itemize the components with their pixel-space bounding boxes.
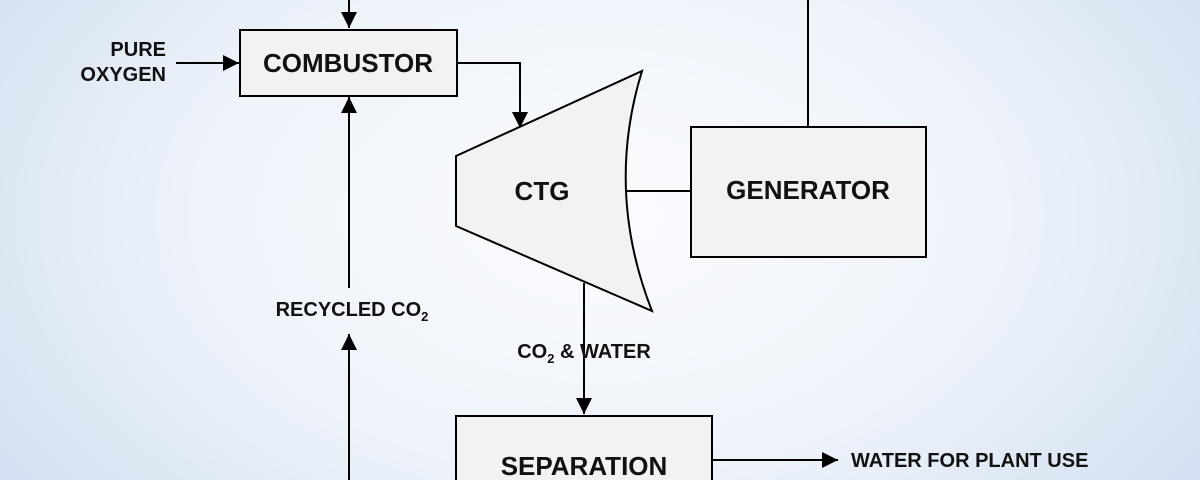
ctg-block: CTG [455,69,654,313]
combustor-block: COMBUSTOR [239,29,458,97]
ctg-label: CTG [515,176,570,206]
generator-label: GENERATOR [726,175,890,205]
flow-connectors [176,0,838,480]
water-for-plant-use-label: WATER FOR PLANT USE [851,450,1088,472]
pure-oxygen-label-line2: OXYGEN [80,64,166,86]
separation-block: SEPARATION [455,415,713,480]
co2-water-main: CO [517,341,547,363]
generator-box [690,126,927,258]
combustor-label: COMBUSTOR [263,48,433,78]
combustor-box [239,29,458,97]
recycled-co2-main: RECYCLED CO [276,299,422,321]
generator-block: GENERATOR [690,126,927,258]
co2-water-label: CO2 & WATER [517,341,651,366]
separation-box [455,415,713,480]
arrow-combustor-to-ctg [457,62,528,128]
co2-water-rest: & WATER [554,341,651,363]
co2-water-subscript: 2 [547,351,554,366]
separation-label: SEPARATION [501,451,668,480]
ctg-shape [455,69,654,313]
recycled-co2-label: RECYCLED CO2 [276,299,429,324]
recycled-co2-subscript: 2 [421,309,428,324]
pure-oxygen-label-line1: PURE [110,39,166,61]
